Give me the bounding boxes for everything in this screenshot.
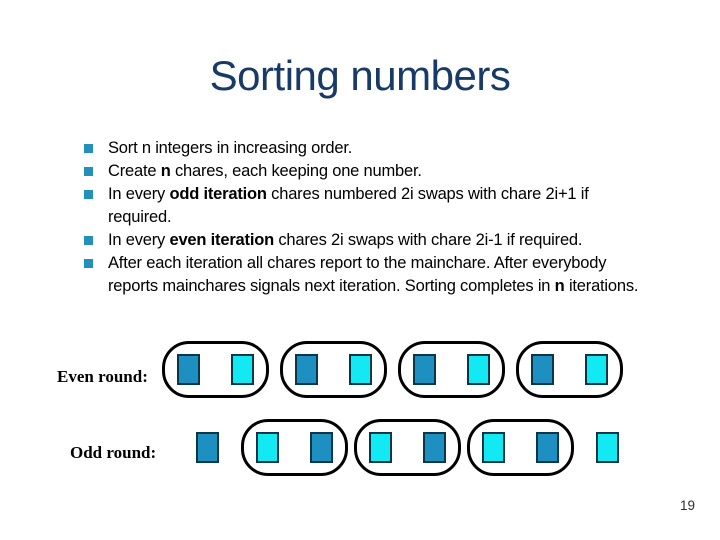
bullet-list: Sort n integers in increasing order. Crea… [84, 137, 700, 298]
chare-square-cyan [256, 431, 279, 463]
bullet-square-icon [84, 167, 93, 176]
chare-square-cyan [231, 353, 254, 385]
odd-round-label: Odd round: [70, 443, 157, 462]
bullet-text: In every even iteration chares 2i swaps … [108, 231, 583, 249]
bullet-item: Create n chares, each keeping one number… [84, 160, 700, 183]
chare-square-dark [423, 431, 446, 463]
odd-round-items [180, 418, 635, 476]
bullet-text: In every odd iteration chares numbered 2… [108, 185, 589, 226]
chare-square-dark [531, 353, 554, 385]
bullet-item: In every odd iteration chares numbered 2… [84, 183, 700, 229]
even-round-row: Even round: [0, 340, 720, 398]
bullet-item: After each iteration all chares report t… [84, 252, 700, 298]
bullet-square-icon [84, 236, 93, 245]
chare-square-dark [536, 431, 559, 463]
bullet-square-icon [84, 144, 93, 153]
chare-square-cyan [369, 431, 392, 463]
chare-square-dark [413, 353, 436, 385]
chare-pair-capsule [516, 340, 623, 398]
odd-round-row: Odd round: [0, 418, 720, 476]
chare-pair-capsule [467, 418, 574, 476]
chare-square-cyan [349, 353, 372, 385]
chare-square-dark [295, 353, 318, 385]
bullet-square-icon [84, 259, 93, 268]
bullet-text: After each iteration all chares report t… [108, 254, 639, 295]
bullet-item: In every even iteration chares 2i swaps … [84, 229, 700, 252]
page-number: 19 [680, 498, 696, 513]
bullet-text: Sort n integers in increasing order. [108, 139, 353, 157]
chare-pair-capsule [241, 418, 348, 476]
even-round-items [162, 340, 623, 398]
chare-square-cyan [596, 431, 619, 463]
chare-pair-capsule [398, 340, 505, 398]
chare-square-dark [196, 431, 219, 463]
chare-square-cyan [482, 431, 505, 463]
chare-pair-capsule [354, 418, 461, 476]
slide-title: Sorting numbers [209, 52, 511, 99]
bullet-text: Create n chares, each keeping one number… [108, 162, 422, 180]
chare-square-cyan [467, 353, 490, 385]
bullet-item: Sort n integers in increasing order. [84, 137, 700, 160]
chare-pair-capsule [162, 340, 269, 398]
chare-square-cyan [585, 353, 608, 385]
chare-pair-capsule [280, 340, 387, 398]
chare-square-dark [177, 353, 200, 385]
chare-square-dark [310, 431, 333, 463]
even-round-label: Even round: [57, 367, 148, 386]
bullet-square-icon [84, 190, 93, 199]
